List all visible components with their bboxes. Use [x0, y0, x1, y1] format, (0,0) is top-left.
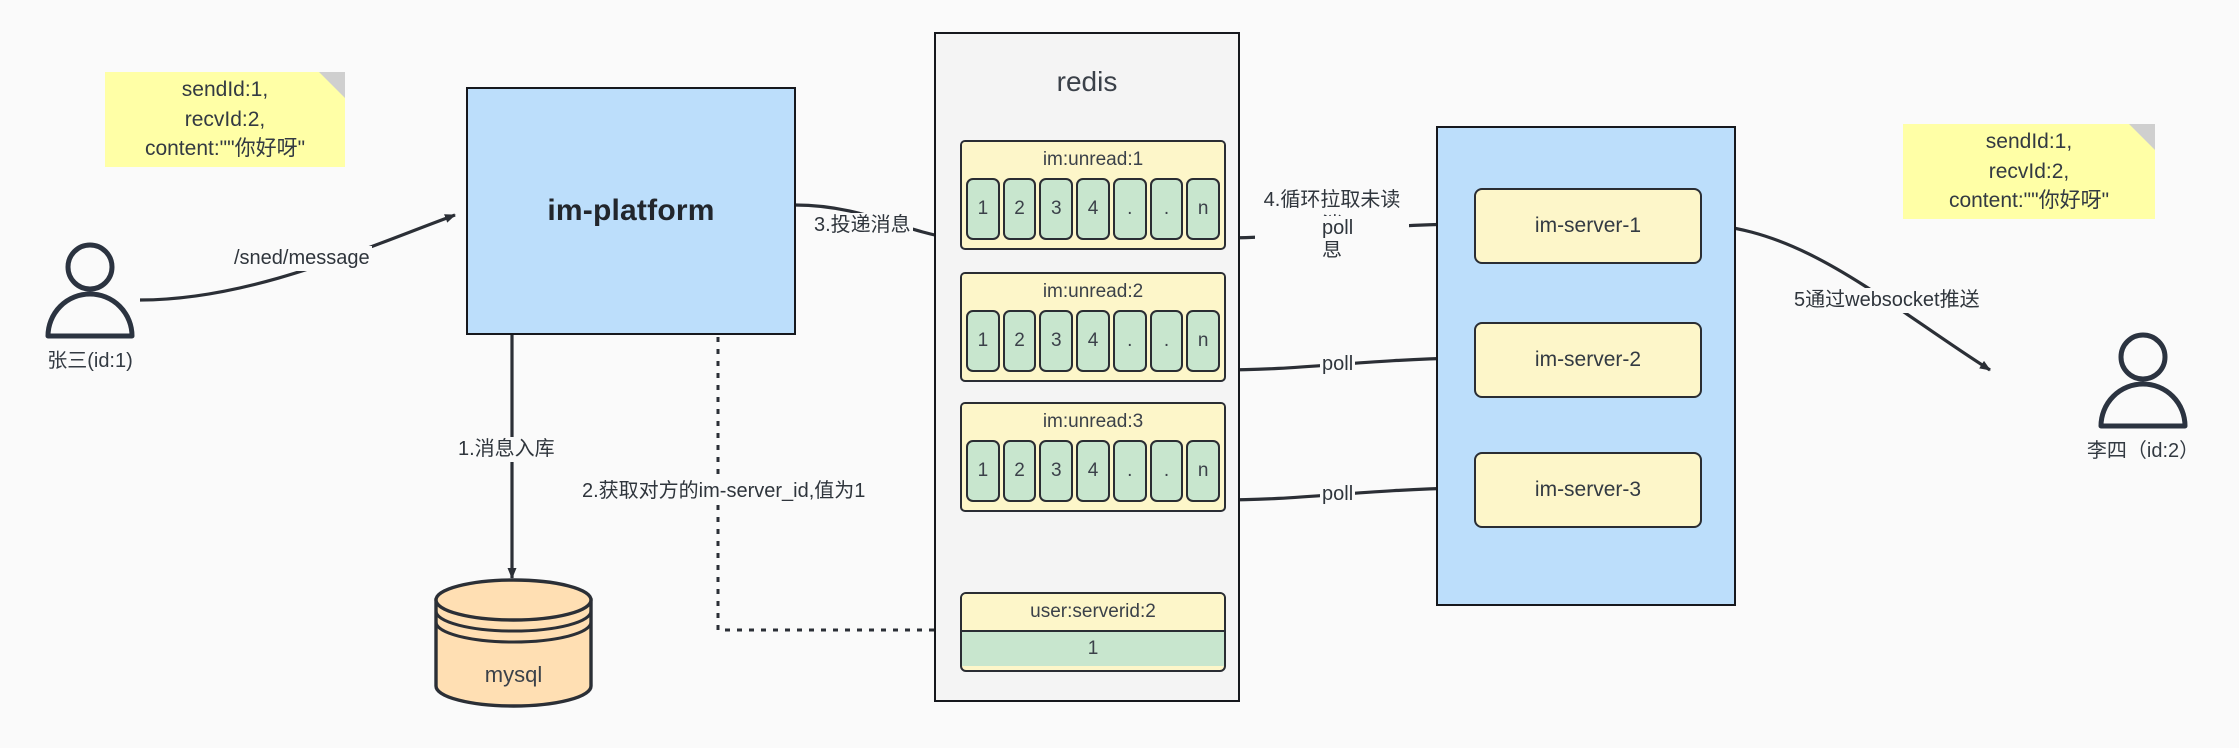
node-im-platform-label: im-platform [547, 194, 715, 227]
edge-label-step4: 4.循环拉取未读消 息 [1255, 163, 1409, 263]
list-cell[interactable]: 1 [966, 310, 1000, 372]
node-im-server-1[interactable]: im-server-1 [1474, 188, 1702, 264]
redis-list-im-unread-1[interactable]: im:unread:1 1 2 3 4 . . n [960, 140, 1226, 250]
list-cell[interactable]: . [1112, 440, 1147, 502]
list-cell[interactable]: n [1186, 440, 1221, 502]
list-cell[interactable]: 3 [1039, 178, 1074, 240]
database-cylinder-icon [434, 578, 593, 708]
list-cell[interactable]: 3 [1039, 440, 1074, 502]
edge-label-step1: 1.消息入库 [456, 437, 557, 462]
node-im-server-1-label: im-server-1 [1534, 214, 1642, 237]
node-im-server-3[interactable]: im-server-3 [1474, 452, 1702, 528]
edge-label-send-message: /sned/message [232, 246, 372, 271]
node-redis-title: redis [1056, 66, 1118, 97]
list-cell[interactable]: 4 [1076, 178, 1110, 240]
node-mysql-label: mysql [484, 662, 543, 687]
list-cell[interactable]: . [1112, 310, 1147, 372]
list-cell[interactable]: . [1149, 440, 1184, 502]
list-cell[interactable]: 2 [1002, 178, 1037, 240]
edge-label-step2-text: 2.获取对方的im-server_id,值为1 [582, 480, 866, 502]
redis-kv-user-serverid[interactable]: user:serverid:2 1 [960, 592, 1226, 672]
redis-list-im-unread-3[interactable]: im:unread:3 1 2 3 4 . . n [960, 402, 1226, 512]
list-cell[interactable]: n [1186, 178, 1221, 240]
redis-list-key: im:unread:2 [962, 274, 1224, 310]
list-cell[interactable]: 2 [1002, 440, 1037, 502]
redis-list-key: im:unread:1 [962, 142, 1224, 178]
node-im-platform[interactable]: im-platform [466, 87, 796, 335]
user-icon [2098, 332, 2188, 429]
note-fold-icon [319, 72, 345, 98]
note-left-message-payload: sendId:1, recvId:2, content:""你好呀" [105, 72, 345, 167]
edge-label-poll-2-text: poll [1322, 353, 1354, 375]
node-mysql[interactable]: mysql [432, 578, 595, 708]
list-cell[interactable]: . [1149, 178, 1184, 240]
redis-list-cells: 1 2 3 4 . . n [962, 440, 1224, 506]
redis-list-im-unread-2[interactable]: im:unread:2 1 2 3 4 . . n [960, 272, 1226, 382]
node-im-server-3-label: im-server-3 [1534, 478, 1642, 501]
edge-label-step3-text: 3.投递消息 [814, 214, 911, 236]
note-right-text: sendId:1, recvId:2, content:""你好呀" [1948, 129, 2110, 213]
redis-list-cells: 1 2 3 4 . . n [962, 310, 1224, 376]
list-cell[interactable]: . [1149, 310, 1184, 372]
edge-label-poll-3: poll [1320, 482, 1356, 507]
edge-label-send-message-text: /sned/message [234, 247, 370, 269]
list-cell[interactable]: 1 [966, 178, 1000, 240]
redis-list-key: im:unread:3 [962, 404, 1224, 440]
node-im-server-2-label: im-server-2 [1534, 348, 1642, 371]
edge-label-step3: 3.投递消息 [812, 213, 913, 238]
edge-label-step5: 5通过websocket推送 [1792, 288, 1982, 313]
actor-sender: 张三(id:1) [35, 240, 145, 372]
list-cell[interactable]: 4 [1076, 310, 1110, 372]
edge-label-step5-text: 5通过websocket推送 [1794, 289, 1980, 311]
list-cell[interactable]: . [1112, 178, 1147, 240]
redis-kv-value: 1 [962, 632, 1224, 666]
list-cell[interactable]: 4 [1076, 440, 1110, 502]
edge-label-poll-3-text: poll [1322, 483, 1354, 505]
redis-list-cells: 1 2 3 4 . . n [962, 178, 1224, 244]
list-cell[interactable]: 1 [966, 440, 1000, 502]
user-icon [45, 242, 135, 339]
note-right-message-payload: sendId:1, recvId:2, content:""你好呀" [1903, 124, 2155, 219]
edge-label-poll-2: poll [1320, 352, 1356, 377]
node-im-server-2[interactable]: im-server-2 [1474, 322, 1702, 398]
edge-label-step1-text: 1.消息入库 [458, 438, 555, 460]
edge-label-poll-1-text: poll [1322, 217, 1354, 239]
actor-receiver: 李四（id:2） [2087, 330, 2199, 462]
list-cell[interactable]: 3 [1039, 310, 1074, 372]
actor-receiver-label: 李四（id:2） [2086, 440, 2200, 462]
note-fold-icon [2129, 124, 2155, 150]
list-cell[interactable]: 2 [1002, 310, 1037, 372]
list-cell[interactable]: n [1186, 310, 1221, 372]
edge-label-poll-1: poll [1320, 216, 1356, 241]
edge-label-step2: 2.获取对方的im-server_id,值为1 [580, 479, 868, 504]
actor-sender-label: 张三(id:1) [47, 350, 133, 372]
redis-kv-key: user:serverid:2 [962, 594, 1224, 632]
edge-kv-to-platform-dotted [713, 311, 946, 632]
note-left-text: sendId:1, recvId:2, content:""你好呀" [144, 77, 306, 161]
